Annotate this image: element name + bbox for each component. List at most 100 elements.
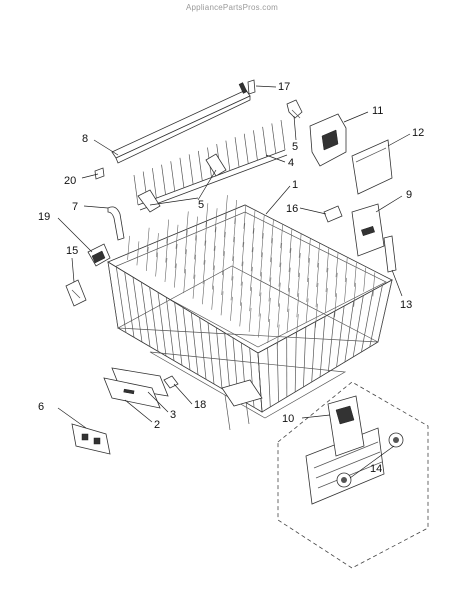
rack-tine — [267, 319, 271, 344]
callout-2: 2 — [154, 419, 160, 431]
rack-tine — [335, 253, 339, 278]
rack-tine — [344, 257, 348, 282]
rack-wire — [267, 347, 271, 408]
callout-16: 16 — [286, 203, 298, 215]
rack-tine — [183, 269, 186, 294]
rack-tine — [222, 251, 225, 276]
part-2-handle[interactable] — [103, 377, 161, 409]
rack-tine — [278, 262, 282, 287]
rack-tine — [270, 238, 273, 263]
rack-tine — [174, 263, 177, 288]
rack-tine — [315, 303, 318, 328]
part-5a-clip[interactable] — [286, 99, 303, 119]
rack-tine — [195, 216, 198, 241]
rack-wire — [319, 316, 326, 378]
rack-tine — [280, 224, 284, 249]
callout-13: 13 — [400, 299, 412, 311]
rack-tine — [204, 221, 208, 246]
rack-tine — [243, 204, 247, 229]
rack-wire — [115, 267, 127, 333]
rack-wire — [369, 285, 383, 348]
rack-wire — [303, 326, 307, 388]
rack-wire — [107, 261, 119, 329]
tine-row-tine — [234, 137, 240, 168]
callout-12: 12 — [412, 127, 424, 139]
part-19-adjuster[interactable] — [87, 243, 111, 267]
rack-wire — [344, 300, 355, 363]
rack-tine — [325, 267, 329, 292]
callout-20: 20 — [64, 175, 76, 187]
part-15-latch[interactable] — [65, 279, 87, 307]
callout-19: 19 — [38, 211, 50, 223]
tine-row-tine — [225, 140, 231, 171]
rack-wire — [377, 279, 393, 343]
part-6-adjuster[interactable] — [71, 423, 111, 455]
rack-tine — [334, 272, 338, 297]
callout-11: 11 — [372, 105, 383, 117]
rack-wire — [207, 322, 215, 385]
part-7-tine-pivot[interactable] — [107, 206, 125, 241]
rack-tine — [136, 241, 140, 266]
rack-tine — [287, 287, 290, 312]
tine-row-tine — [243, 133, 249, 164]
rack-tine — [242, 223, 246, 248]
tine-row-tine — [253, 130, 258, 161]
part-17-clip[interactable] — [247, 79, 256, 95]
rack-tine — [317, 243, 320, 268]
support-rail[interactable] — [111, 82, 251, 164]
rack-tine — [297, 272, 300, 297]
callout-9: 9 — [406, 189, 412, 201]
rack-tine — [298, 233, 302, 258]
rack-wire — [132, 277, 143, 343]
rack-tine — [277, 282, 281, 307]
tine-row-tine — [152, 168, 157, 199]
callout-8: 8 — [82, 133, 88, 145]
rack-wire — [294, 332, 297, 393]
callout-5a: 5 — [292, 141, 298, 153]
rack-tine — [250, 247, 254, 272]
part-11-bracket[interactable] — [309, 113, 347, 167]
rack-tine — [296, 293, 300, 318]
rack-tine — [354, 262, 357, 287]
rack-wire — [311, 321, 316, 383]
rack-wire — [336, 306, 345, 368]
part-20-clip[interactable] — [94, 167, 105, 180]
part-13-release-lever[interactable] — [383, 235, 397, 273]
rack-tine — [241, 242, 245, 267]
rack-tine — [286, 308, 290, 333]
rack-tine — [344, 277, 347, 302]
roller-wheel-upper[interactable] — [388, 432, 404, 448]
rack-tine — [271, 219, 274, 244]
rack-wire — [276, 342, 279, 403]
adjuster-assembly-inset — [277, 381, 429, 569]
rack-tine — [289, 228, 293, 253]
rack-tine — [288, 248, 292, 273]
part-16-stop[interactable] — [323, 205, 343, 223]
tine-row-tine — [262, 126, 267, 157]
callout-numbers: 1 2 3 4 5 5 6 7 8 9 10 11 12 13 14 15 16… — [38, 81, 424, 475]
callout-5b: 5 — [198, 199, 204, 211]
upper-rack-basket[interactable] — [107, 195, 393, 431]
rack-wire — [224, 332, 231, 394]
part-12-cover[interactable] — [351, 139, 393, 195]
rack-tine — [205, 203, 209, 228]
rack-tine — [174, 243, 178, 268]
rack-tine — [193, 254, 197, 279]
rack-tine — [297, 252, 301, 278]
rack-tine — [211, 285, 215, 310]
rack-tine — [307, 257, 310, 283]
rack-tine — [240, 261, 244, 286]
rack-tine — [212, 245, 216, 270]
rack-tine — [268, 297, 271, 322]
rack-tine — [231, 256, 235, 281]
rack-tine — [234, 199, 237, 224]
rack-tine — [316, 262, 320, 287]
part-9-adjuster-housing[interactable] — [351, 203, 385, 257]
rack-tine — [202, 260, 206, 285]
roller-wheel-lower[interactable] — [336, 472, 352, 488]
rack-tine — [239, 302, 243, 327]
rack-tine — [230, 296, 233, 321]
part-5b-clip[interactable] — [137, 153, 227, 213]
rack-wire — [182, 307, 191, 371]
